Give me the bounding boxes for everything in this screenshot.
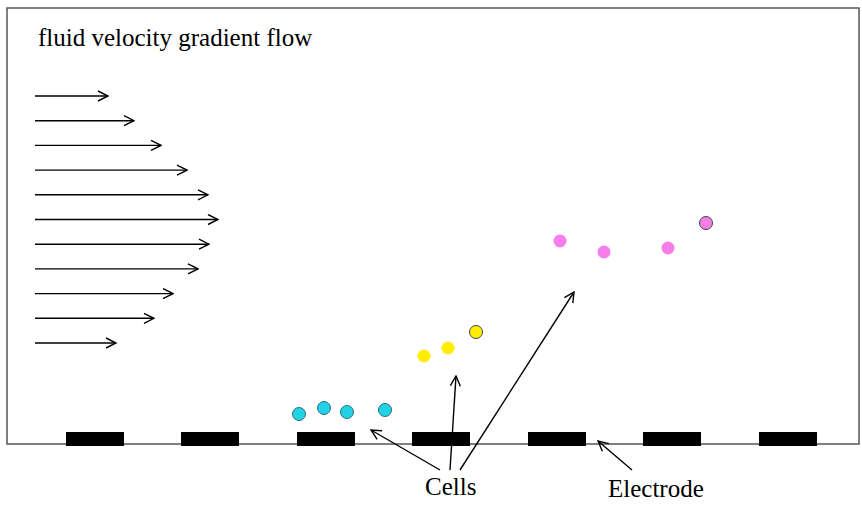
electrode [643, 432, 701, 446]
cell [470, 326, 483, 339]
leader-line [450, 376, 456, 470]
electrode [528, 432, 586, 446]
electrode [181, 432, 239, 446]
velocity-arrow [35, 342, 116, 343]
flow-label: fluid velocity gradient flow [38, 24, 312, 53]
leader-line [371, 430, 440, 470]
velocity-arrow [35, 219, 218, 220]
cell [418, 350, 431, 363]
cells-label: Cells [425, 473, 476, 502]
leader-line [598, 441, 632, 470]
cell [318, 402, 331, 415]
cell [554, 235, 567, 248]
velocity-arrow [35, 145, 161, 146]
electrode [412, 432, 470, 446]
velocity-profile [35, 96, 218, 343]
cell [442, 342, 455, 355]
leader-lines [371, 292, 632, 470]
electrode-label: Electrode [608, 475, 704, 504]
velocity-arrow [35, 169, 187, 170]
electrode [759, 432, 817, 446]
velocity-arrow [35, 120, 134, 121]
channel-frame [7, 8, 859, 444]
cell [379, 404, 392, 417]
leader-line [460, 292, 574, 470]
cells [293, 217, 713, 421]
electrode [66, 432, 124, 446]
velocity-arrow [35, 194, 208, 195]
velocity-arrow [35, 318, 154, 319]
velocity-arrow [35, 293, 173, 294]
electrode-row [66, 432, 817, 446]
cell [700, 217, 713, 230]
electrode [297, 432, 355, 446]
cell [293, 408, 306, 421]
cell [662, 242, 675, 255]
velocity-arrow [35, 243, 209, 244]
velocity-arrow [35, 95, 108, 96]
velocity-arrow [35, 268, 198, 269]
cell [341, 406, 354, 419]
cell [598, 246, 611, 259]
